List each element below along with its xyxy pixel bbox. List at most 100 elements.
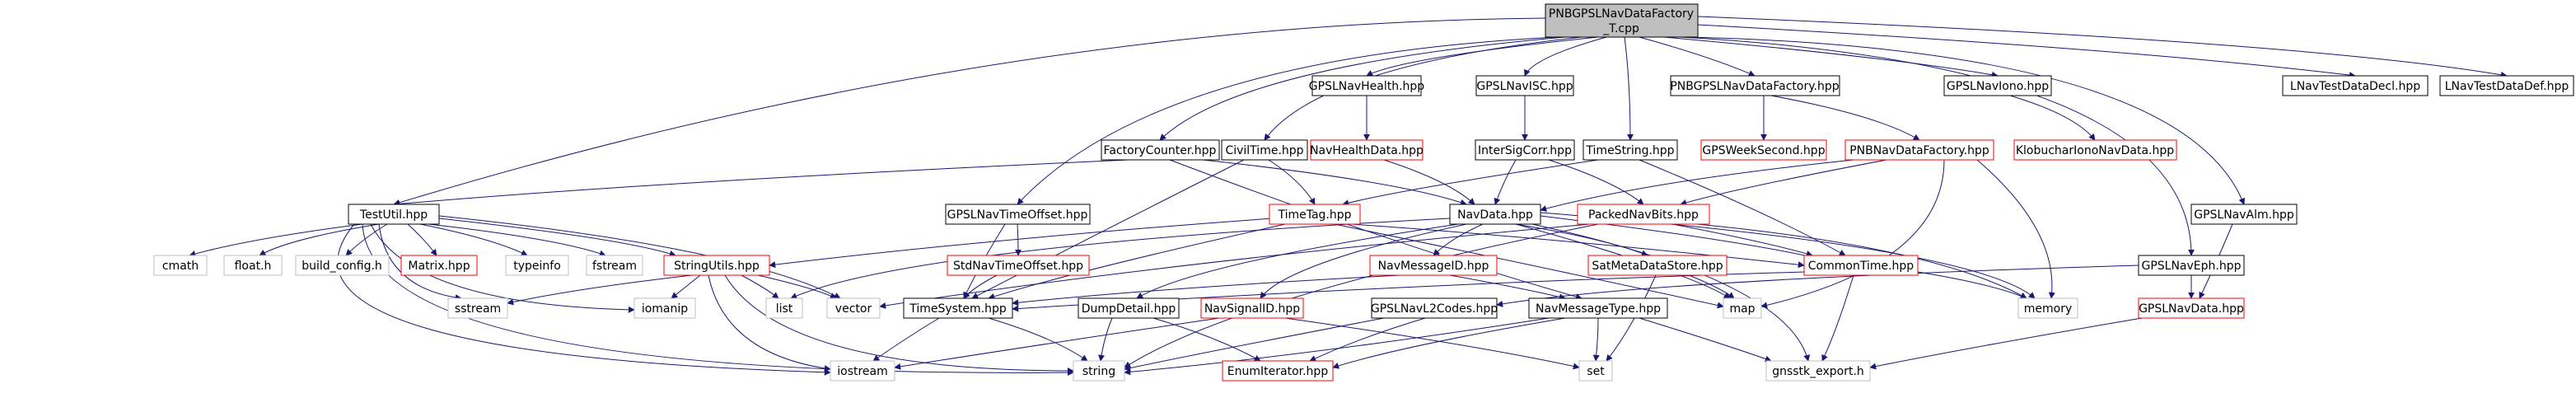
node-timesystem-label: TimeSystem.hpp bbox=[909, 302, 1007, 316]
edge-root-to-lnavtestdatadecl bbox=[1697, 24, 2356, 79]
node-navhealthdata-label: NavHealthData.hpp bbox=[1310, 144, 1424, 157]
node-memory-label: memory bbox=[2024, 302, 2073, 316]
node-gpslnavdata-label: GPSLNavData.hpp bbox=[2139, 302, 2244, 316]
node-gpslnavisc-label: GPSLNavISC.hpp bbox=[1476, 80, 1573, 93]
node-buildconfig-label: build_config.h bbox=[302, 260, 382, 273]
edge-satmetadatastore-to-map bbox=[1688, 274, 1735, 299]
node-iostream[interactable]: iostream bbox=[830, 360, 895, 382]
edge-timetag-to-map bbox=[1334, 223, 1724, 309]
node-satmetadatastore[interactable]: SatMetaDataStore.hpp bbox=[1587, 255, 1727, 276]
node-map[interactable]: map bbox=[1723, 297, 1762, 319]
node-navhealthdata[interactable]: NavHealthData.hpp bbox=[1310, 139, 1424, 161]
node-gnsstkexport[interactable]: gnsstk_export.h bbox=[1765, 360, 1871, 382]
node-iostream-label: iostream bbox=[837, 365, 888, 378]
edge-navmessagetype-to-string bbox=[1124, 317, 1550, 376]
node-lnavtestdatadef-label: LNavTestDataDef.hpp bbox=[2445, 80, 2569, 93]
node-gpslnavhealth[interactable]: GPSLNavHealth.hpp bbox=[1309, 75, 1424, 96]
node-dumpdetail[interactable]: DumpDetail.hpp bbox=[1078, 297, 1180, 319]
node-string-label: string bbox=[1082, 365, 1115, 378]
node-pnbnavdatafactory[interactable]: PNBNavDataFactory.hpp bbox=[1844, 139, 1994, 161]
node-pnbgpslnavdatafactory[interactable]: PNBGPSLNavDataFactory.hpp bbox=[1670, 75, 1840, 96]
edge-commontime-to-memory bbox=[1917, 271, 2027, 299]
edge-navdata-to-dumpdetail bbox=[1136, 223, 1459, 299]
edge-testutil-to-stringutils bbox=[438, 218, 676, 257]
node-gpslnavalm[interactable]: GPSLNavAlm.hpp bbox=[2190, 204, 2298, 225]
node-navmessagetype-label: NavMessageType.hpp bbox=[1536, 302, 1661, 316]
node-gpslnavl2codes-label: GPSLNavL2Codes.hpp bbox=[1371, 302, 1498, 316]
node-factorycounter[interactable]: FactoryCounter.hpp bbox=[1101, 139, 1220, 161]
edge-testutil-to-fstream bbox=[428, 223, 606, 257]
edge-commontime-to-gnsstkexport bbox=[1821, 274, 1854, 362]
node-navsignalid[interactable]: NavSignalID.hpp bbox=[1200, 297, 1304, 319]
node-list-label: list bbox=[776, 302, 793, 316]
edge-navdata-to-satmetadatastore bbox=[1515, 223, 1648, 257]
edge-civiltime-to-timetag bbox=[1268, 159, 1316, 205]
node-stringutils[interactable]: StringUtils.hpp bbox=[663, 255, 770, 276]
node-gpslnavisc[interactable]: GPSLNavISC.hpp bbox=[1475, 75, 1574, 96]
node-packednavbits[interactable]: PackedNavBits.hpp bbox=[1577, 204, 1710, 225]
node-commontime[interactable]: CommonTime.hpp bbox=[1803, 255, 1919, 276]
node-sstream-label: sstream bbox=[455, 302, 501, 316]
node-testutil[interactable]: TestUtil.hpp bbox=[348, 204, 440, 225]
node-memory[interactable]: memory bbox=[2017, 297, 2078, 319]
edge-stringutils-to-vector bbox=[757, 274, 837, 299]
edge-timesystem-to-string bbox=[988, 317, 1088, 362]
node-gpslnavdata[interactable]: GPSLNavData.hpp bbox=[2138, 297, 2245, 319]
edge-factorycounter-to-navdata bbox=[1202, 159, 1467, 206]
edge-gpslnaviono-to-klobucharionoNavdata bbox=[2009, 95, 2096, 141]
node-enumiterator[interactable]: EnumIterator.hpp bbox=[1222, 360, 1334, 382]
node-string[interactable]: string bbox=[1073, 360, 1125, 382]
node-matrix[interactable]: Matrix.hpp bbox=[400, 255, 478, 276]
edge-navhealthdata-to-navdata bbox=[1383, 159, 1475, 205]
node-klobucharionoNavdata[interactable]: KlobucharIonoNavData.hpp bbox=[2013, 139, 2177, 161]
node-iomanip[interactable]: iomanip bbox=[633, 297, 696, 319]
node-typeinfo[interactable]: typeinfo bbox=[505, 255, 569, 276]
node-navmessagetype[interactable]: NavMessageType.hpp bbox=[1528, 297, 1668, 319]
edge-navsignalid-to-iostream bbox=[894, 317, 1220, 370]
node-vector-label: vector bbox=[835, 302, 872, 316]
node-navdata[interactable]: NavData.hpp bbox=[1449, 204, 1541, 225]
edge-navdata-to-navmessageid bbox=[1433, 223, 1484, 256]
node-timesystem[interactable]: TimeSystem.hpp bbox=[903, 297, 1013, 319]
node-gpslnavtimeoffset[interactable]: GPSLNavTimeOffset.hpp bbox=[945, 204, 1091, 225]
node-gpslnaveph[interactable]: GPSLNavEph.hpp bbox=[2138, 255, 2245, 276]
node-stdnavtimeoffset[interactable]: StdNavTimeOffset.hpp bbox=[947, 255, 1090, 276]
edge-root-to-gpslnavhealth bbox=[1366, 36, 1599, 77]
node-root[interactable]: PNBGPSLNavDataFactory _T.cpp bbox=[1545, 3, 1699, 38]
node-vector[interactable]: vector bbox=[826, 297, 881, 319]
node-timetag[interactable]: TimeTag.hpp bbox=[1269, 204, 1361, 225]
edge-navmessagetype-to-gnsstkexport bbox=[1639, 317, 1772, 363]
edge-navdata-to-gnsstkexport bbox=[1531, 223, 1811, 362]
edge-timetag-to-commontime bbox=[1350, 223, 1805, 269]
node-gnsstkexport-label: gnsstk_export.h bbox=[1772, 365, 1864, 378]
node-intersigcorr[interactable]: InterSigCorr.hpp bbox=[1475, 139, 1575, 161]
node-sstream[interactable]: sstream bbox=[447, 297, 508, 319]
node-lnavtestdatadecl[interactable]: LNavTestDataDecl.hpp bbox=[2282, 75, 2429, 96]
edge-navmessagetype-to-set bbox=[1592, 317, 1600, 362]
node-gpslnavhealth-label: GPSLNavHealth.hpp bbox=[1309, 80, 1424, 93]
edge-factorycounter-to-testutil bbox=[393, 159, 1129, 208]
edge-testutil-to-iostream bbox=[337, 223, 831, 376]
node-buildconfig[interactable]: build_config.h bbox=[295, 255, 390, 276]
node-gpslnaviono[interactable]: GPSLNavIono.hpp bbox=[1943, 75, 2052, 96]
edge-pnbgpslnavdatafactory-to-pnbnavdatafactory bbox=[1770, 95, 1920, 141]
node-cmath[interactable]: cmath bbox=[153, 255, 208, 276]
edge-testutil-to-buildconfig bbox=[345, 223, 388, 256]
node-gpsweeksecond[interactable]: GPSWeekSecond.hpp bbox=[1700, 139, 1827, 161]
edge-factorycounter-to-navmessagetype bbox=[1169, 159, 1583, 300]
node-root-label-line2: _T.cpp bbox=[1602, 22, 1639, 35]
edge-root-to-factorycounter bbox=[1159, 36, 1566, 141]
node-set[interactable]: set bbox=[1578, 360, 1613, 382]
node-floath[interactable]: float.h bbox=[223, 255, 283, 276]
node-fstream[interactable]: fstream bbox=[586, 255, 643, 276]
node-lnavtestdatadef[interactable]: LNavTestDataDef.hpp bbox=[2439, 75, 2574, 96]
node-stdnavtimeoffset-label: StdNavTimeOffset.hpp bbox=[953, 260, 1083, 273]
node-gpslnavl2codes[interactable]: GPSLNavL2Codes.hpp bbox=[1371, 297, 1498, 319]
node-navmessageid[interactable]: NavMessageID.hpp bbox=[1369, 255, 1498, 276]
node-timestring[interactable]: TimeString.hpp bbox=[1583, 139, 1678, 161]
node-civiltime[interactable]: CivilTime.hpp bbox=[1221, 139, 1308, 161]
node-dumpdetail-label: DumpDetail.hpp bbox=[1082, 302, 1176, 316]
node-timetag-label: TimeTag.hpp bbox=[1277, 208, 1351, 222]
edge-stringutils-to-sstream bbox=[507, 274, 693, 306]
node-list[interactable]: list bbox=[765, 297, 803, 319]
